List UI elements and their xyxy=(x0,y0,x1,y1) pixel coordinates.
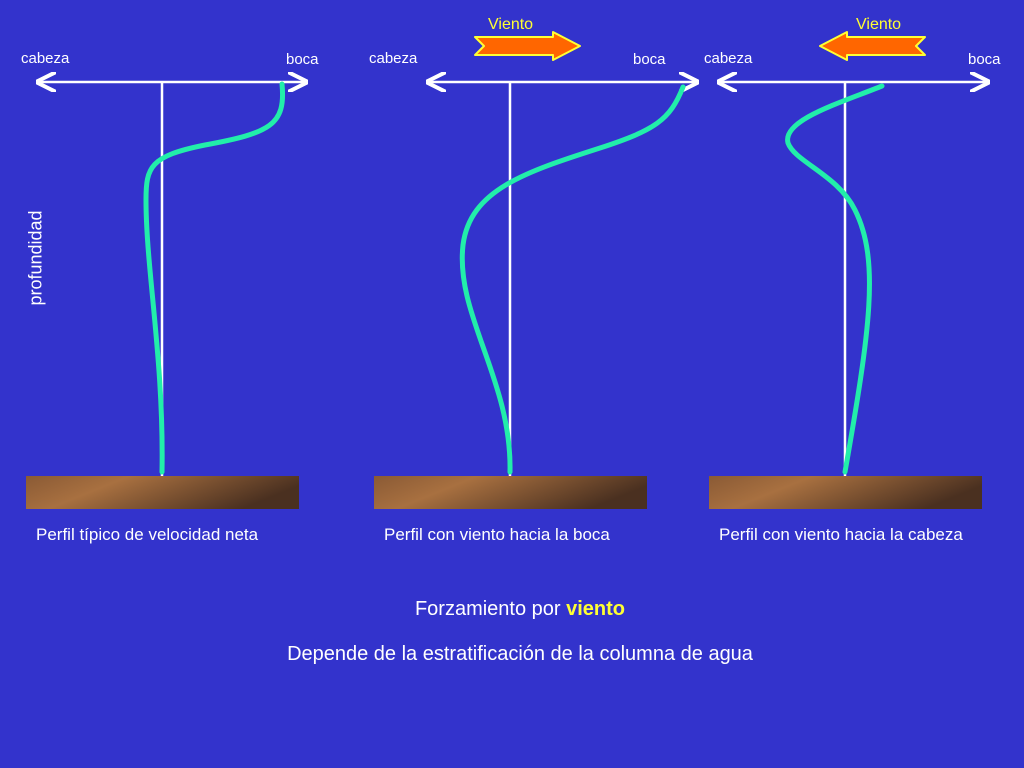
axis-label-boca: boca xyxy=(633,51,666,68)
panel-caption: Perfil con viento hacia la boca xyxy=(384,525,610,544)
velocity-profile-curve xyxy=(143,81,286,475)
axis-label-cabeza: cabeza xyxy=(369,50,418,67)
sea-bed xyxy=(374,476,647,509)
panel-3 xyxy=(709,31,988,509)
panel-1 xyxy=(26,82,306,509)
footer-highlight: viento xyxy=(566,598,626,620)
axis-label-boca: boca xyxy=(968,51,1001,68)
sea-bed xyxy=(26,476,299,509)
axis-label-cabeza: cabeza xyxy=(704,50,753,67)
axis-label-boca: boca xyxy=(286,51,319,68)
sea-bed xyxy=(709,476,982,509)
footer-prefix: Forzamiento por xyxy=(414,598,567,620)
footer-line-1: Forzamiento por viento xyxy=(0,598,1024,621)
velocity-profile-curve xyxy=(785,83,885,475)
footer-line-2: Depende de la estratificación de la colu… xyxy=(287,643,753,665)
panel-caption: Perfil típico de velocidad neta xyxy=(36,525,259,544)
panel-caption: Perfil con viento hacia la cabeza xyxy=(719,525,963,544)
depth-axis-label: profundidad xyxy=(25,210,46,306)
panel-2 xyxy=(374,31,697,509)
wind-arrow-right-icon xyxy=(474,31,581,61)
wind-label: Viento xyxy=(856,16,902,33)
axis-label-cabeza: cabeza xyxy=(21,50,70,67)
wind-arrow-left-icon xyxy=(819,31,926,61)
wind-label: Viento xyxy=(488,16,534,33)
velocity-profile-curve xyxy=(459,84,686,475)
